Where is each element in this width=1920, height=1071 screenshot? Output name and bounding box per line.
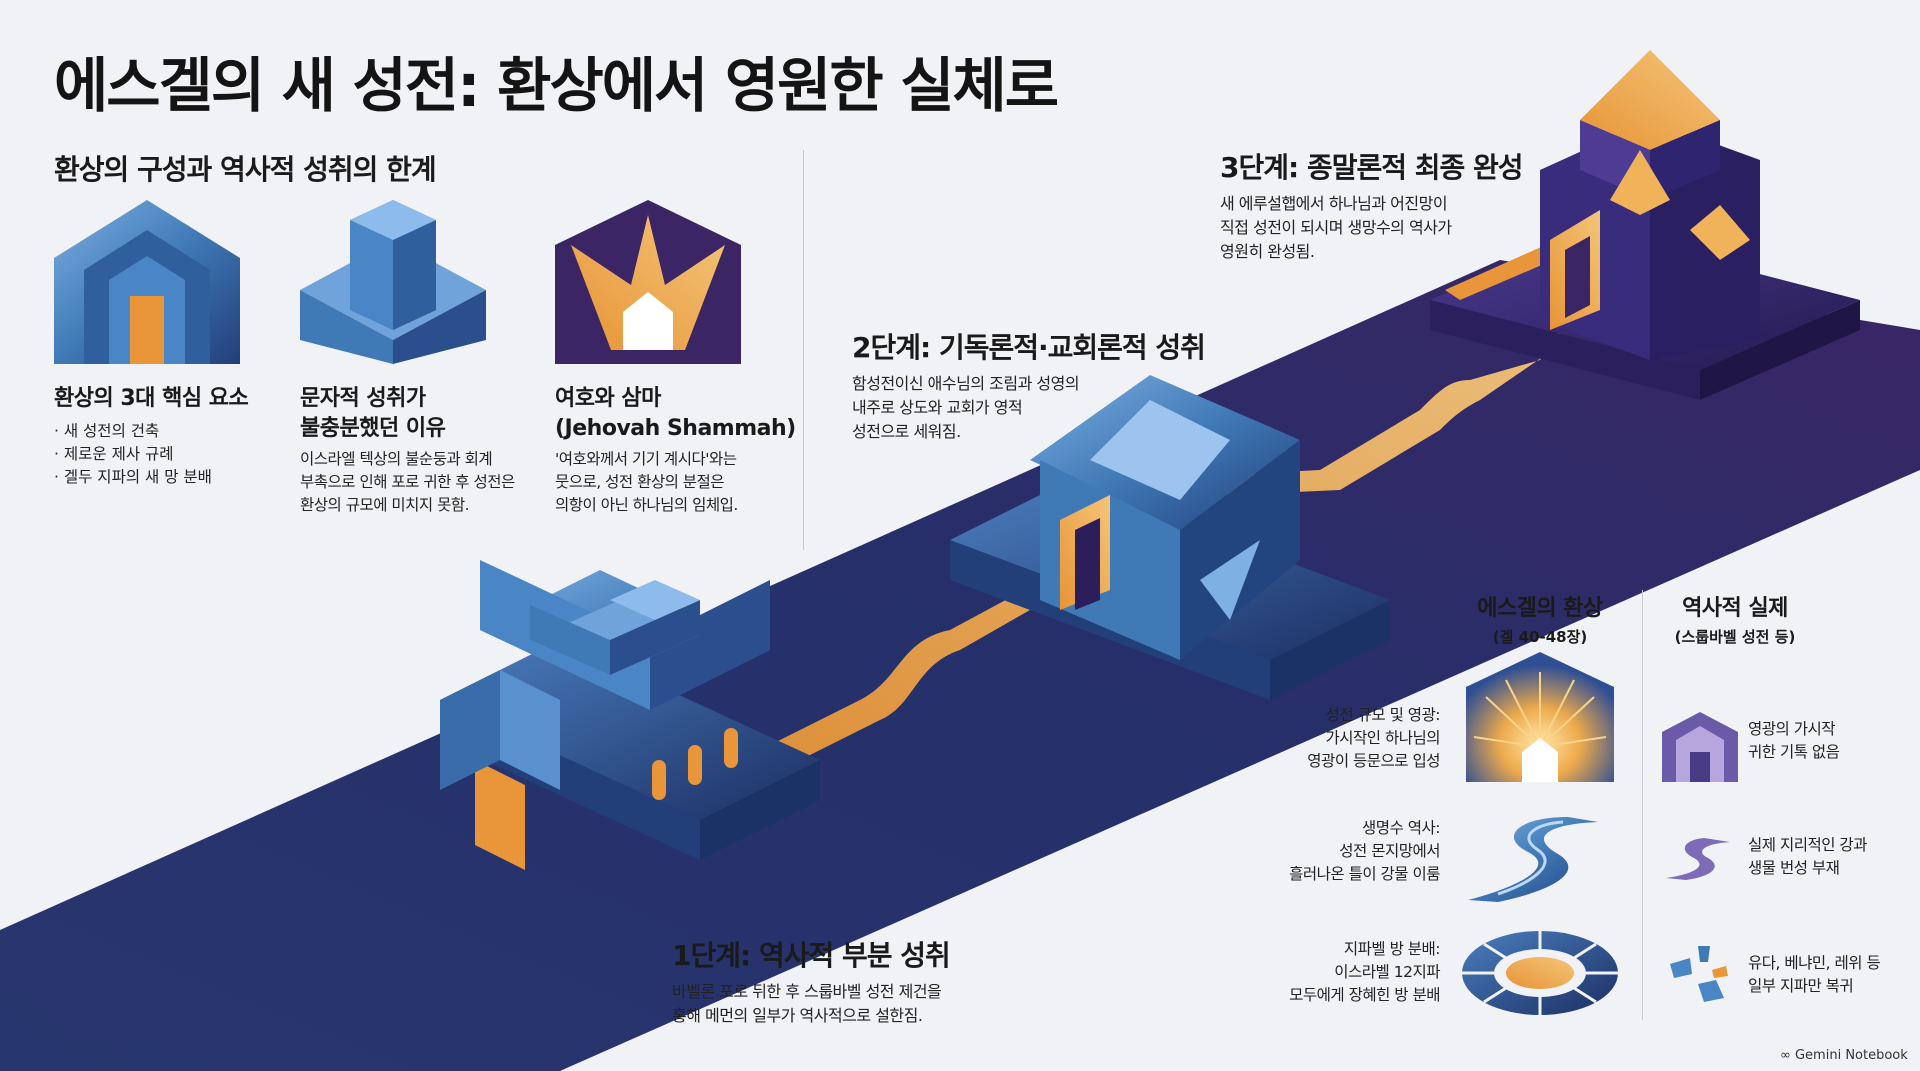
card-jehovah-title-line2: (Jehovah Shammah) (555, 416, 796, 441)
card-body-line: 환상의 규모에 미치지 못함. (300, 496, 470, 514)
incomplete-temple-icon (300, 200, 486, 364)
stage-body-line: 성전으로 세워짐. (852, 422, 961, 441)
list-item: 겔두 지파의 새 망 분배 (54, 466, 284, 489)
stage1-temple-icon (440, 560, 820, 870)
card-literal-title-line1: 문자적 성취가 (300, 386, 426, 411)
stage-2-block: 2단계: 기독론적·교회론적 성취 함성전이신 애수님의 조림과 성영의 내주로… (852, 326, 1212, 444)
card-jehovah-title-line1: 여호와 삼마 (555, 386, 661, 411)
gemini-logo-icon: ∞ (1780, 1048, 1791, 1063)
stage-3-title: 3단계: 종말론적 최종 완성 (1220, 151, 1524, 184)
text-line: 유다, 베냐민, 레위 등 (1748, 954, 1881, 972)
text-line: 성전 몬지망에서 (1339, 842, 1440, 860)
comparison-reality-header: 역사적 실제 (스룹바벨 성전 등) (1640, 590, 1830, 647)
text-line: 지파벨 방 분배: (1343, 940, 1441, 958)
text-line: 모두에게 장혜힌 방 분배 (1289, 986, 1440, 1004)
text-line: 영광이 등문으로 입성 (1307, 752, 1440, 770)
stage3-temple-icon (1430, 50, 1860, 400)
list-item: 제로운 제사 규례 (54, 443, 284, 466)
text-line: 귀한 기톡 없음 (1748, 743, 1840, 761)
stage-1-title: 1단계: 역사적 부분 성취 (672, 939, 951, 972)
temple-gate-icon (54, 200, 240, 364)
diagonal-path-band (0, 260, 1920, 1071)
stage-body-line: 직접 성전이 되시며 생망수의 역사가 (1220, 218, 1452, 237)
card-body-line: 뭇으로, 성전 환상의 분절은 (555, 473, 725, 491)
card-literal-fulfillment: 문자적 성취가 불충분했던 이유 이스라엘 텍상의 불순둥과 회계 부촉으로 인… (300, 384, 550, 517)
twelve-tribes-ring-icon (1462, 931, 1618, 1015)
text-line: 생물 번성 부재 (1748, 859, 1840, 877)
card-body-line: 부촉으로 인해 포로 귀한 후 성전은 (300, 473, 515, 491)
partial-ring-icon (1670, 946, 1728, 1002)
text-line: 실제 지리적인 강과 (1748, 836, 1867, 854)
river-icon (1468, 817, 1598, 902)
stage-1-block: 1단계: 역사적 부분 성취 바벨론 포로 뒤한 후 스룹바벨 성전 제건을 홍… (672, 934, 1052, 1028)
vision-glory-text: 성전 규모 및 영광: 가시작인 하나님의 영광이 등문으로 입성 (1260, 704, 1440, 773)
card-body-line: 이스라엘 텍상의 불순둥과 회계 (300, 450, 493, 468)
stage-2-title: 2단계: 기독론적·교회론적 성취 (852, 331, 1206, 364)
text-line: 이스라벨 12지파 (1334, 963, 1440, 981)
stage2-temple-icon (950, 375, 1390, 700)
text-line: 일부 지파만 복귀 (1748, 977, 1854, 995)
small-temple-icon (1662, 712, 1738, 782)
radiant-temple-icon (1466, 652, 1614, 782)
stage-body-line: 바벨론 포로 뒤한 후 스룹바벨 성전 제건을 (672, 982, 942, 1001)
dry-stream-icon (1666, 838, 1730, 880)
comparison-reality-heading: 역사적 실제 (1682, 596, 1788, 621)
footer-credit: ∞ Gemini Notebook (1780, 1048, 1908, 1063)
reality-glory-text: 영광의 가시작 귀한 기톡 없음 (1748, 718, 1918, 764)
stage-body-line: 함성전이신 애수님의 조림과 성영의 (852, 374, 1080, 393)
footer-text: Gemini Notebook (1794, 1048, 1908, 1063)
list-item: 새 성전의 건축 (54, 420, 284, 443)
text-line: 생명수 역사: (1362, 819, 1440, 837)
text-line: 흘러나온 틀이 강물 이룸 (1289, 865, 1440, 883)
page-title: 에스겔의 새 성전: 환상에서 영원한 실체로 (54, 51, 1059, 120)
comparison-reality-sub: (스룹바벨 성전 등) (1674, 628, 1796, 646)
reality-tribes-text: 유다, 베냐민, 레위 등 일부 지파만 복귀 (1748, 952, 1918, 998)
stage-body-line: 새 에루설햅에서 하나님과 어진망이 (1220, 194, 1448, 213)
stage-body-line: 영원히 완성됨. (1220, 242, 1315, 261)
comparison-vision-header: 에스겔의 환상 (겔 40-48장) (1440, 590, 1640, 647)
text-line: 영광의 가시작 (1748, 720, 1836, 738)
card-body-line: '여호와께서 기기 계시다'와는 (555, 450, 737, 468)
comparison-vision-sub: (겔 40-48장) (1492, 628, 1588, 646)
divine-presence-icon (555, 200, 741, 364)
card-core-elements: 환상의 3대 핵심 요소 새 성전의 건축 제로운 제사 규례 겔두 지파의 새… (54, 384, 284, 489)
text-line: 성전 규모 및 영광: (1325, 706, 1441, 724)
reality-river-text: 실제 지리적인 강과 생물 번성 부재 (1748, 834, 1918, 880)
section-heading-vision-limits: 환상의 구성과 역사적 성취의 한계 (54, 153, 437, 186)
card-body-line: 의항이 아닌 하나님의 임체입. (555, 496, 738, 514)
stage-body-line: 홍해 메먼의 일부가 역사적으로 설한짐. (672, 1006, 923, 1025)
comparison-divider (1642, 590, 1643, 1020)
text-line: 가시작인 하나님의 (1325, 729, 1440, 747)
stage-3-block: 3단계: 종말론적 최종 완성 새 에루설햅에서 하나님과 어진망이 직접 성전… (1220, 146, 1580, 264)
card-core-elements-title: 환상의 3대 핵심 요소 (54, 386, 249, 411)
section-divider (803, 150, 804, 550)
golden-path (740, 330, 1560, 780)
comparison-vision-heading: 에스겔의 환상 (1477, 596, 1603, 621)
vision-tribes-text: 지파벨 방 분배: 이스라벨 12지파 모두에게 장혜힌 방 분배 (1260, 938, 1440, 1007)
card-literal-title-line2: 불충분했던 이유 (300, 416, 446, 441)
stage-body-line: 내주로 상도와 교회가 영적 (852, 398, 1023, 417)
card-jehovah-shammah: 여호와 삼마 (Jehovah Shammah) '여호와께서 기기 계시다'와… (555, 384, 805, 517)
vision-river-text: 생명수 역사: 성전 몬지망에서 흘러나온 틀이 강물 이룸 (1260, 817, 1440, 886)
